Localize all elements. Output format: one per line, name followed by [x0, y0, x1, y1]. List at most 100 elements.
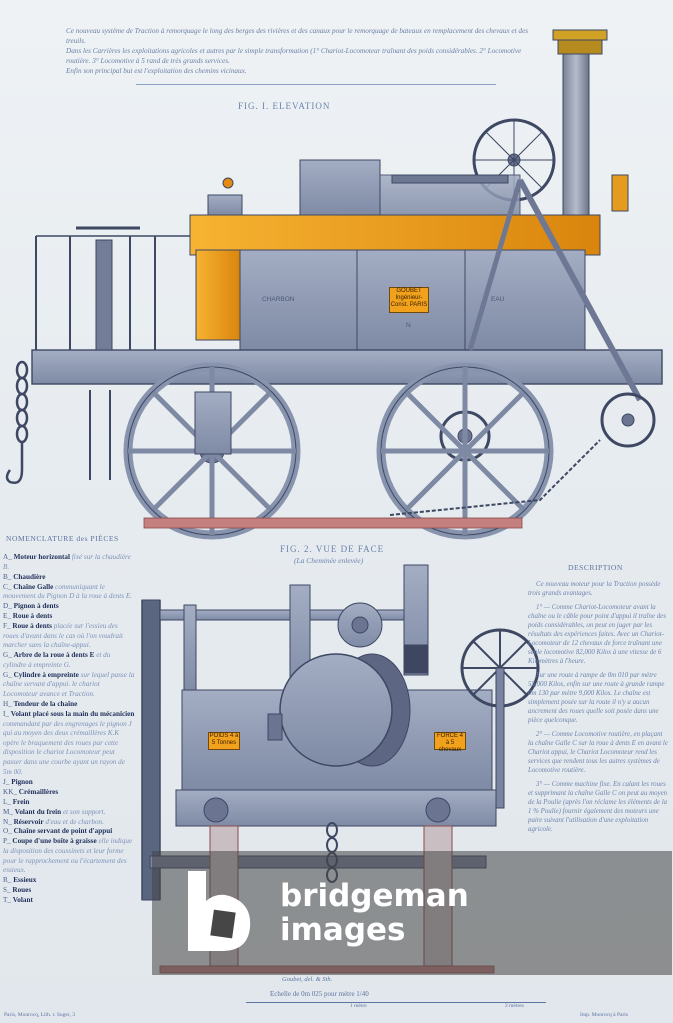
printer-credit: Paris, Monrocq, Lith. r. Suger, 3: [4, 1012, 75, 1018]
power-plate: FORCE 4 à 5 chevaux: [434, 732, 466, 753]
label-charbon: CHARBON: [262, 296, 295, 303]
nomenclature-name: Réservoir: [13, 817, 44, 826]
nomenclature-name: Cylindre à empreinte: [13, 670, 79, 679]
maker-plate: GOUBET Ingénieur-Const. PARIS: [389, 287, 429, 313]
signature: Goubet, del. & Sth.: [282, 976, 333, 983]
nomenclature-key: KK_: [3, 787, 19, 796]
nomenclature-item: C_ Chaîne Galle communiquant le mouvemen…: [3, 583, 135, 602]
intro-line: Dans les Carrières les exploitations agr…: [66, 47, 522, 65]
rail: [143, 517, 523, 529]
description-paragraph: 2° — Comme Locomotive routière, en plaça…: [528, 731, 668, 774]
nomenclature-desc: sur lequel passe la chaîne servant d'app…: [3, 670, 135, 699]
description-body: Ce nouveau moteur pour la Traction possè…: [528, 580, 668, 834]
fig1-title: Fig. I. ELEVATION: [238, 101, 331, 111]
nomenclature-item: G_ Cylindre à empreinte sur lequel passe…: [3, 671, 135, 700]
nomenclature-desc: d'eau et de charbon.: [43, 817, 104, 826]
nomenclature-desc: fixé sur la chaudière B.: [3, 553, 131, 571]
nomenclature-name: Volant placé sous la main du mécanicien: [10, 710, 135, 719]
nomenclature-item: T_ Volant: [3, 896, 135, 906]
nomenclature-key: T_: [3, 896, 13, 905]
nomenclature-panel: NOMENCLATURE des PIÈCES A_ Moteur horizo…: [3, 534, 135, 906]
scale-bar: [246, 1002, 546, 1003]
nomenclature-item: B_ Chaudière: [3, 573, 135, 583]
nomenclature-name: Volant du frein: [14, 807, 62, 816]
description-paragraph: 1° — Comme Chariot-Locomoteur avant la c…: [528, 604, 666, 665]
watermark-text: bridgeman images: [280, 879, 469, 947]
nomenclature-key: R_: [3, 876, 14, 885]
fig2-subtitle: (La Cheminée enlevée): [294, 556, 364, 565]
label-n: N: [406, 322, 411, 329]
nomenclature-item: N_ Réservoir d'eau et de charbon.: [3, 818, 135, 828]
nomenclature-item: D_ Pignon à dents: [3, 602, 135, 612]
nomenclature-item: O_ Chaîne servant de point d'appui: [3, 827, 135, 837]
bridgeman-logo-icon: [188, 871, 251, 951]
watermark-line2: images: [280, 912, 406, 948]
nomenclature-list: A_ Moteur horizontal fixé sur la chaudiè…: [3, 553, 135, 906]
description-paragraph: Sur une route à rampe de 0m 010 par mètr…: [528, 672, 665, 724]
description-panel: DESCRIPTION Ce nouveau moteur pour la Tr…: [528, 563, 668, 839]
nomenclature-name: Crémaillères: [18, 787, 59, 796]
intro-line: Enfin son principal but est l'exploitati…: [66, 67, 247, 75]
nomenclature-item: R_ Essieux: [3, 876, 135, 886]
nomenclature-name: Moteur horizontal: [13, 553, 70, 561]
nomenclature-desc: commandant par des engrenages le pignon …: [3, 719, 132, 776]
nomenclature-item: G_ Arbre de la roue à dents E et du cyli…: [3, 651, 135, 670]
intro-line: Ce nouveau système de Traction à remorqu…: [66, 27, 529, 45]
nomenclature-key: G_: [3, 651, 14, 660]
fig2-title: Fig. 2. VUE DE FACE: [280, 544, 385, 554]
nomenclature-name: Essieux: [13, 876, 37, 885]
nomenclature-name: Chaîne servant de point d'appui: [13, 827, 113, 836]
nomenclature-item: KK_ Crémaillères: [3, 788, 135, 798]
description-paragraph: 3° — Comme machine fixe. En calant les r…: [528, 781, 668, 833]
nomenclature-name: Arbre de la roue à dents E: [13, 651, 95, 660]
label-eau: EAU: [491, 296, 505, 303]
description-title: DESCRIPTION: [568, 563, 623, 572]
nomenclature-key: L_: [3, 797, 13, 806]
nomenclature-key: A_: [3, 553, 14, 561]
nomenclature-key: I_: [3, 710, 11, 719]
description-paragraph: Ce nouveau moteur pour la Traction possè…: [528, 581, 661, 597]
nomenclature-key: O_: [3, 827, 14, 836]
nomenclature-desc: et son support.: [61, 807, 106, 816]
nomenclature-key: M_: [3, 807, 15, 816]
nomenclature-name: Roues: [12, 886, 32, 895]
nomenclature-key: P_: [3, 837, 13, 846]
nomenclature-item: H_ Tendeur de la chaîne: [3, 700, 135, 710]
nomenclature-key: G_: [3, 670, 14, 679]
nomenclature-key: J_: [3, 777, 12, 786]
nomenclature-name: Roue à dents: [12, 612, 53, 621]
nomenclature-name: Volant: [12, 896, 33, 905]
nomenclature-key: D_: [3, 602, 14, 611]
nomenclature-name: Chaudière: [13, 572, 46, 581]
nomenclature-name: Chaîne Galle: [13, 582, 54, 591]
watermark-line1: bridgeman: [280, 878, 469, 914]
nomenclature-key: B_: [3, 572, 14, 581]
nomenclature-item: A_ Moteur horizontal fixé sur la chaudiè…: [3, 553, 135, 572]
scale-mark-right: 2 mètres: [505, 1003, 524, 1009]
nomenclature-title: NOMENCLATURE des PIÈCES: [6, 534, 119, 543]
nomenclature-key: E_: [3, 612, 13, 621]
nomenclature-name: Pignon: [11, 777, 33, 786]
nomenclature-name: Pignon à dents: [13, 602, 59, 611]
fig1-locomotive: [5, 29, 663, 540]
nomenclature-key: S_: [3, 886, 13, 895]
divider: [136, 84, 496, 85]
nomenclature-item: J_ Pignon: [3, 778, 135, 788]
imprint-credit: Imp. Monrocq à Paris: [580, 1012, 628, 1018]
nomenclature-item: S_ Roues: [3, 886, 135, 896]
nomenclature-key: F_: [3, 622, 13, 631]
nomenclature-key: C_: [3, 582, 14, 591]
intro-text: Ce nouveau système de Traction à remorqu…: [66, 26, 536, 76]
nomenclature-desc: placée sur l'essieu des roues d'avant da…: [3, 622, 123, 650]
nomenclature-item: E_ Roue à dents: [3, 612, 135, 622]
nomenclature-desc: elle indique la disposition des coussine…: [3, 837, 133, 875]
nomenclature-desc: communiquant le mouvement du Pignon D à …: [3, 582, 133, 601]
nomenclature-item: I_ Volant placé sous la main du mécanici…: [3, 710, 135, 777]
nomenclature-key: H_: [3, 700, 14, 709]
weight-plate: POIDS 4 à 5 Tonnes: [208, 732, 240, 750]
scale-mark-left: 1 mètre: [350, 1003, 367, 1009]
nomenclature-name: Frein: [12, 797, 30, 806]
scale-caption: Echelle de 0m 025 pour mètre 1/40: [270, 990, 369, 998]
nomenclature-item: F_ Roue à dents placée sur l'essieu des …: [3, 622, 135, 651]
nomenclature-item: M_ Volant du frein et son support.: [3, 808, 135, 818]
